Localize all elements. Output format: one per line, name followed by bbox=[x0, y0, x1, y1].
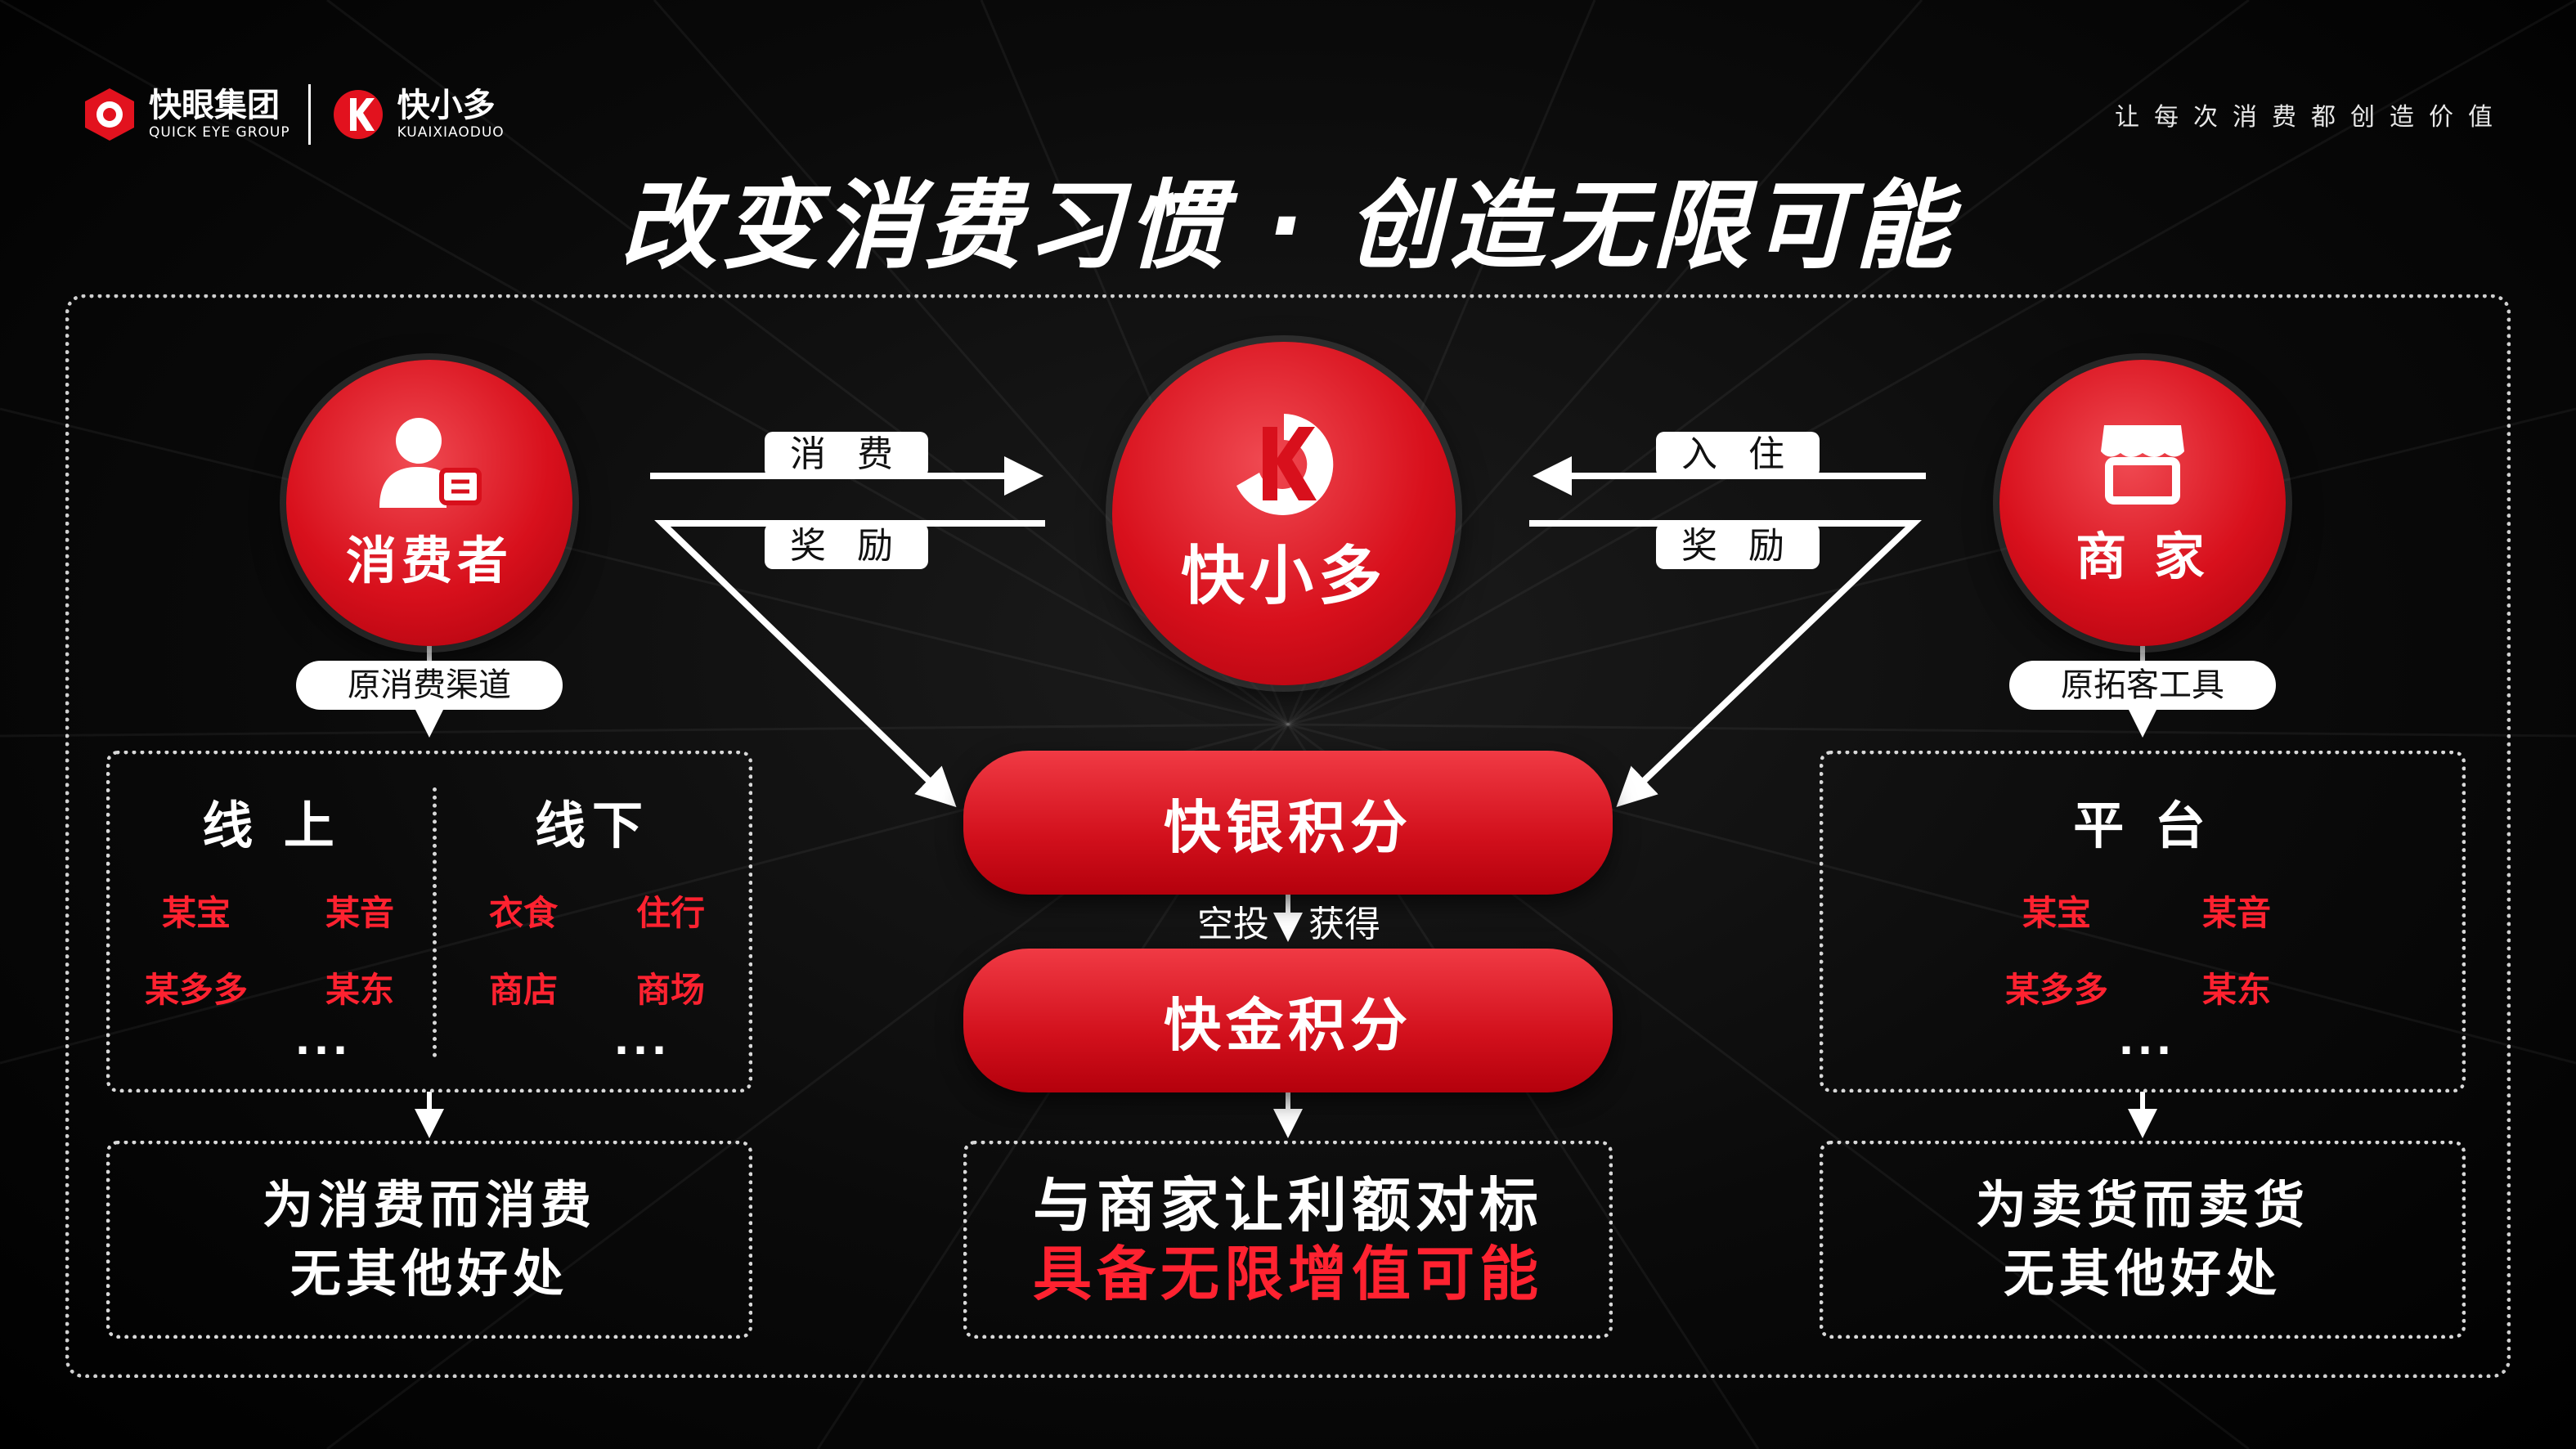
kuaixiaoduo-logo-icon bbox=[333, 90, 383, 139]
center-result-line1: 与商家让利额对标 bbox=[1032, 1171, 1543, 1240]
merchant-reward-tag: 奖 励 bbox=[1656, 523, 1820, 569]
kuaixiaoduo-k-logo-icon bbox=[1236, 414, 1334, 515]
center-result-box: 与商家让利额对标 具备无限增值可能 bbox=[963, 1141, 1613, 1339]
consumer-result-line1: 为消费而消费 bbox=[262, 1175, 596, 1235]
page-title: 改变消费习惯 · 创造无限可能 bbox=[620, 169, 1956, 282]
center-result-line2: 具备无限增值可能 bbox=[1032, 1240, 1543, 1308]
consumer-result-box: 为消费而消费 无其他好处 bbox=[106, 1141, 752, 1339]
merchant-reward-arrow bbox=[1529, 520, 1922, 808]
silver-points-pill: 快银积分 bbox=[963, 751, 1613, 895]
platform-item: 某多多 bbox=[2004, 970, 2108, 1010]
consumer-node: 消费者 bbox=[286, 360, 572, 646]
obtain-label: 获得 bbox=[1308, 904, 1380, 945]
offline-item: 商场 bbox=[635, 970, 705, 1010]
kuaixiaoduo-node: 快小多 bbox=[1112, 342, 1456, 685]
merchant-node: 商 家 bbox=[1999, 360, 2286, 646]
quick-eye-logo-icon bbox=[85, 88, 134, 141]
online-heading: 线 上 bbox=[202, 796, 341, 855]
offline-more: ... bbox=[613, 1016, 671, 1064]
platform-item: 某音 bbox=[2201, 893, 2271, 933]
brand2-name: 快小多 bbox=[397, 87, 496, 124]
settle-tag: 入 住 bbox=[1656, 432, 1820, 478]
online-item: 某东 bbox=[325, 970, 394, 1010]
person-card-icon bbox=[379, 418, 482, 508]
platform-heading: 平 台 bbox=[2073, 796, 2212, 855]
online-item: 某多多 bbox=[144, 970, 248, 1010]
diagram-frame bbox=[65, 294, 2511, 1378]
brand1-text: 快眼集团 QUICK EYE GROUP bbox=[149, 87, 290, 141]
airdrop-label: 空投 bbox=[1197, 904, 1269, 945]
merchant-result-line2: 无其他好处 bbox=[2003, 1244, 2282, 1303]
consumer-reward-tag: 奖 励 bbox=[765, 523, 928, 569]
online-item: 某音 bbox=[325, 893, 394, 933]
gold-points-pill: 快金积分 bbox=[963, 949, 1613, 1092]
brand2-text: 快小多 KUAIXIAODUO bbox=[397, 87, 505, 141]
consume-tag: 消 费 bbox=[765, 432, 928, 478]
platform-item: 某东 bbox=[2201, 970, 2271, 1010]
kuaixiaoduo-label: 快小多 bbox=[1180, 540, 1387, 613]
consumer-label: 消费者 bbox=[345, 531, 513, 590]
offline-item: 住行 bbox=[635, 893, 705, 933]
header-logos: 快眼集团 QUICK EYE GROUP 快小多 KUAIXIAODUO bbox=[80, 82, 505, 147]
platform-item: 某宝 bbox=[2022, 893, 2091, 933]
offline-heading: 线下 bbox=[534, 796, 649, 855]
offline-item: 衣食 bbox=[488, 893, 558, 933]
online-item: 某宝 bbox=[161, 893, 231, 933]
merchant-tool-label: 原拓客工具 bbox=[2009, 661, 2276, 710]
logo-divider bbox=[307, 84, 311, 145]
consumer-channel-label: 原消费渠道 bbox=[296, 661, 563, 710]
slogan: 让每次消费都创造价值 bbox=[2115, 103, 2507, 132]
brand1-name: 快眼集团 bbox=[149, 87, 280, 124]
consumer-result-line2: 无其他好处 bbox=[289, 1244, 568, 1303]
offline-item: 商店 bbox=[488, 970, 558, 1010]
merchant-result-line1: 为卖货而卖货 bbox=[1975, 1175, 2309, 1235]
consumer-channels-box: 线 上 线下 某宝 某音 某多多 某东 衣食 住行 商店 商场 ... ... bbox=[106, 751, 752, 1092]
channel-divider bbox=[433, 787, 437, 1057]
brand2-english: KUAIXIAODUO bbox=[397, 124, 505, 141]
merchant-result-box: 为卖货而卖货 无其他好处 bbox=[1820, 1141, 2466, 1339]
online-more: ... bbox=[294, 1016, 352, 1064]
merchant-platforms-box: 平 台 某宝 某音 某多多 某东 ... bbox=[1820, 751, 2466, 1092]
storefront-icon bbox=[2101, 425, 2184, 505]
brand1-english: QUICK EYE GROUP bbox=[149, 124, 290, 141]
platform-more: ... bbox=[2118, 1016, 2175, 1064]
merchant-label: 商 家 bbox=[2076, 527, 2210, 586]
